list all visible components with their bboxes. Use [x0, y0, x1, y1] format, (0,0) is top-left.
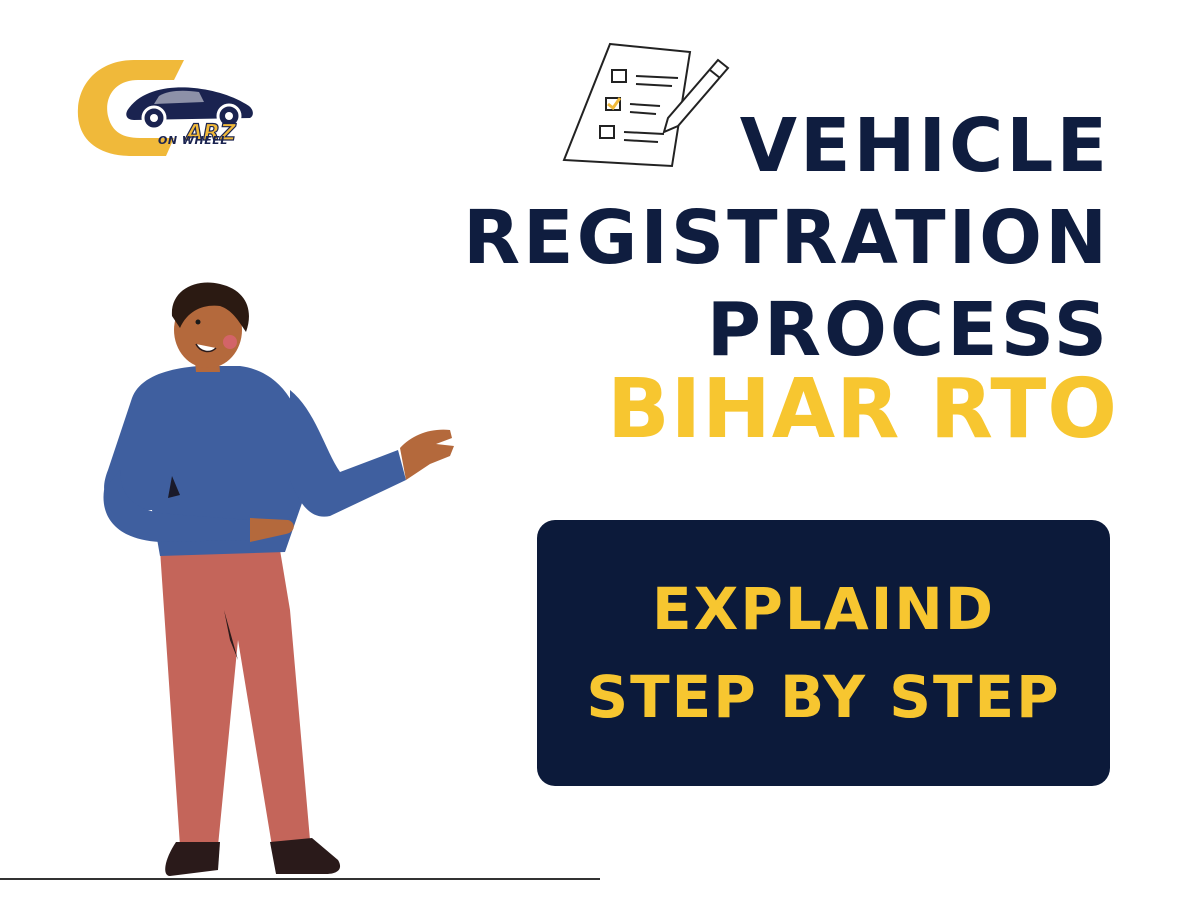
car-logo-icon: ARZ — [77, 60, 253, 156]
title-line-3: PROCESS — [706, 287, 1110, 373]
cta-banner: EXPLAIND STEP BY STEP — [537, 520, 1110, 786]
svg-text:ARZ: ARZ — [184, 121, 237, 146]
presenting-man-illustration — [100, 280, 480, 880]
page-subtitle: BIHAR RTO — [607, 362, 1118, 457]
ground-line — [0, 878, 600, 880]
page-title: VEHICLE REGISTRATION PROCESS — [463, 100, 1110, 376]
title-line-2: REGISTRATION — [463, 195, 1110, 281]
title-line-1: VEHICLE — [739, 103, 1110, 189]
cta-line-2: STEP BY STEP — [586, 663, 1061, 731]
brand-logo: ARZ — [74, 58, 264, 158]
checklist-document-icon — [560, 40, 735, 170]
cta-line-1: EXPLAIND — [652, 575, 995, 643]
brand-subtitle: ON WHEEL — [158, 134, 228, 147]
